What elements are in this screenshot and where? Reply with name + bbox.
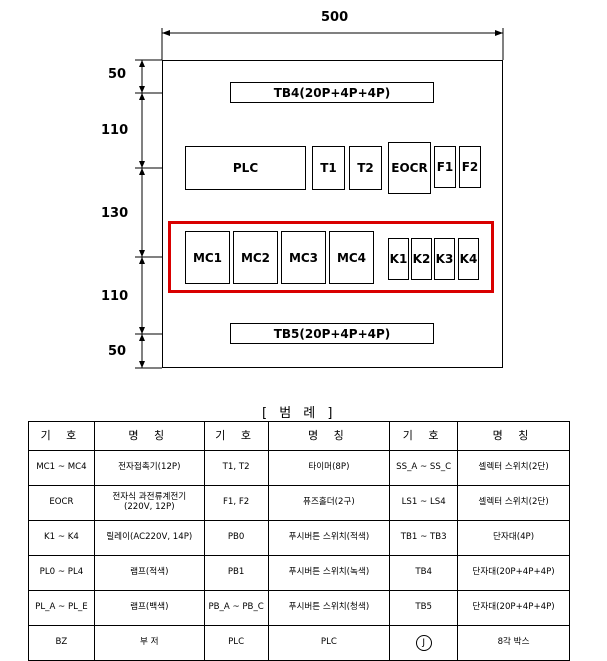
legend-title: [ 범 례 ] (262, 406, 337, 421)
legend-cell: 셀렉터 스위치(2단) (457, 485, 570, 521)
legend-cell: 푸시버튼 스위치(녹색) (267, 555, 391, 591)
legend-cell: PB1 (203, 555, 269, 591)
legend-cell: F1, F2 (203, 485, 269, 521)
height-dimension-label: 110 (101, 289, 129, 304)
legend-table: 기 호 명 칭 기 호 명 칭 기 호 명 칭 MC1 ~ MC4 전자접촉기(… (28, 421, 570, 661)
legend-cell: 단자대(20P+4P+4P) (457, 590, 570, 626)
fuse-f1: F1 (434, 146, 456, 188)
timer-t2: T2 (349, 146, 382, 190)
legend-cell: PL_A ~ PL_E (28, 590, 95, 626)
relay-k3: K3 (434, 238, 455, 280)
legend-cell: 퓨즈홀더(2구) (267, 485, 391, 521)
eocr-unit: EOCR (388, 142, 431, 194)
legend-cell: 릴레이(AC220V, 14P) (93, 520, 205, 556)
legend-cell: TB5 (389, 590, 459, 626)
terminal-block-tb5: TB5(20P+4P+4P) (230, 323, 434, 344)
legend-cell: 타이머(8P) (267, 450, 391, 486)
legend-cell: MC1 ~ MC4 (28, 450, 95, 486)
fuse-f2: F2 (459, 146, 481, 188)
legend-cell: PLC (203, 625, 269, 661)
legend-cell: PB_A ~ PB_C (203, 590, 269, 626)
legend-cell: PL0 ~ PL4 (28, 555, 95, 591)
dimension-lines (135, 28, 504, 369)
legend-cell: TB1 ~ TB3 (389, 520, 459, 556)
legend-cell: BZ (28, 625, 95, 661)
legend-cell: 푸시버튼 스위치(적색) (267, 520, 391, 556)
junction-box-symbol: J (415, 635, 432, 651)
table-row: MC1 ~ MC4 전자접촉기(12P) T1, T2 타이머(8P) SS_A… (28, 450, 570, 486)
legend-cell: 셀렉터 스위치(2단) (457, 450, 570, 486)
legend-cell: TB4 (389, 555, 459, 591)
legend-cell: 전자식 과전류계전기 (220V, 12P) (93, 485, 205, 521)
legend-cell: PLC (267, 625, 391, 661)
legend-cell: SS_A ~ SS_C (389, 450, 459, 486)
legend-cell: EOCR (28, 485, 95, 521)
timer-t1: T1 (312, 146, 345, 190)
contactor-mc2: MC2 (233, 231, 278, 284)
contactor-mc4: MC4 (329, 231, 374, 284)
legend-header: 명 칭 (93, 421, 205, 451)
table-row: K1 ~ K4 릴레이(AC220V, 14P) PB0 푸시버튼 스위치(적색… (28, 520, 570, 556)
legend-cell: 단자대(20P+4P+4P) (457, 555, 570, 591)
relay-k1: K1 (388, 238, 409, 280)
legend-cell: LS1 ~ LS4 (389, 485, 459, 521)
panel-outline (162, 60, 503, 368)
width-dimension-label: 500 (321, 10, 349, 25)
height-dimension-label: 50 (108, 67, 127, 82)
legend-header: 기 호 (389, 421, 459, 451)
terminal-block-tb4: TB4(20P+4P+4P) (230, 82, 434, 103)
legend-header: 기 호 (203, 421, 269, 451)
table-row: BZ 부 저 PLC PLC J 8각 박스 (28, 625, 570, 661)
legend-cell: 램프(백색) (93, 590, 205, 626)
height-dimension-label: 50 (108, 344, 127, 359)
legend-header: 기 호 (28, 421, 95, 451)
highlight-frame (168, 221, 494, 293)
legend-header-row: 기 호 명 칭 기 호 명 칭 기 호 명 칭 (28, 421, 570, 451)
legend-cell: T1, T2 (203, 450, 269, 486)
legend-cell: 푸시버튼 스위치(청색) (267, 590, 391, 626)
plc-unit: PLC (185, 146, 306, 190)
relay-k2: K2 (411, 238, 432, 280)
table-row: PL0 ~ PL4 램프(적색) PB1 푸시버튼 스위치(녹색) TB4 단자… (28, 555, 570, 591)
legend-cell: 부 저 (93, 625, 205, 661)
legend-header: 명 칭 (457, 421, 570, 451)
height-dimension-label: 130 (101, 206, 129, 221)
table-row: EOCR 전자식 과전류계전기 (220V, 12P) F1, F2 퓨즈홀더(… (28, 485, 570, 521)
legend-cell: 램프(적색) (93, 555, 205, 591)
legend-cell: PB0 (203, 520, 269, 556)
legend-cell: 단자대(4P) (457, 520, 570, 556)
legend-cell: 전자접촉기(12P) (93, 450, 205, 486)
legend-cell: J (389, 625, 459, 661)
relay-k4: K4 (458, 238, 479, 280)
contactor-mc1: MC1 (185, 231, 230, 284)
table-row: PL_A ~ PL_E 램프(백색) PB_A ~ PB_C 푸시버튼 스위치(… (28, 590, 570, 626)
legend-header: 명 칭 (267, 421, 391, 451)
legend-cell: K1 ~ K4 (28, 520, 95, 556)
legend-cell: 8각 박스 (457, 625, 570, 661)
contactor-mc3: MC3 (281, 231, 326, 284)
height-dimension-label: 110 (101, 123, 129, 138)
